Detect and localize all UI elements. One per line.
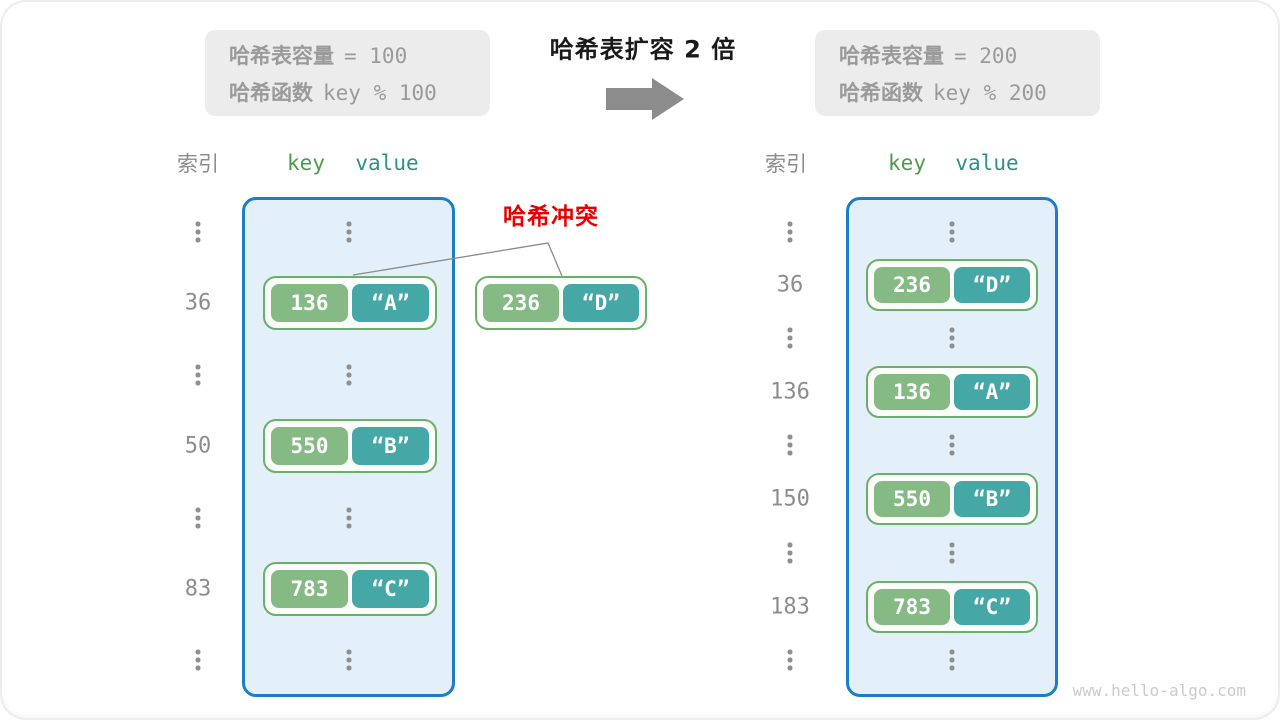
bucket-pair: 136 “A”	[263, 276, 437, 330]
capacity-label: 哈希表容量	[229, 43, 334, 68]
key-column-header: key	[888, 151, 926, 175]
key-cell: 236	[874, 267, 950, 303]
value-cell: “D”	[563, 284, 639, 322]
arrow-head	[652, 78, 684, 120]
key-cell: 550	[271, 427, 348, 465]
ellipsis-icon	[195, 364, 201, 386]
key-cell: 783	[874, 589, 950, 625]
collision-label: 哈希冲突	[503, 204, 599, 230]
hash-function-line: 哈希函数 key % 200	[839, 77, 1100, 107]
ellipsis-icon	[346, 221, 352, 243]
capacity-info-after: 哈希表容量 = 200 哈希函数 key % 200	[815, 30, 1100, 116]
value-cell: “D”	[954, 267, 1030, 303]
ellipsis-icon	[787, 542, 793, 564]
ellipsis-icon	[949, 649, 955, 671]
hash-function-label: 哈希函数	[229, 80, 313, 105]
capacity-line: 哈希表容量 = 100	[229, 40, 490, 70]
hash-function-value: key % 200	[933, 80, 1047, 105]
capacity-value: = 100	[344, 43, 408, 68]
value-cell: “A”	[954, 374, 1030, 410]
capacity-label: 哈希表容量	[839, 43, 944, 68]
key-cell: 136	[874, 374, 950, 410]
ellipsis-icon	[346, 507, 352, 529]
value-cell: “B”	[954, 481, 1030, 517]
index-label: 36	[184, 290, 212, 316]
index-label: 183	[770, 594, 810, 620]
bucket-pair: 783 “C”	[263, 562, 437, 616]
key-column-header: key	[287, 151, 325, 175]
capacity-line: 哈希表容量 = 200	[839, 40, 1100, 70]
value-column-header: value	[955, 151, 1019, 175]
ellipsis-icon	[949, 327, 955, 349]
value-cell: “B”	[352, 427, 429, 465]
value-cell: “C”	[954, 589, 1030, 625]
ellipsis-icon	[949, 434, 955, 456]
key-cell: 550	[874, 481, 950, 517]
value-cell: “A”	[352, 284, 429, 322]
index-label: 36	[776, 272, 804, 298]
ellipsis-icon	[949, 221, 955, 243]
index-label: 150	[770, 486, 810, 512]
ellipsis-icon	[787, 327, 793, 349]
collision-bucket-pair: 236 “D”	[475, 276, 647, 330]
arrow-body	[606, 88, 652, 110]
bucket-pair: 783 “C”	[866, 581, 1038, 633]
hash-function-label: 哈希函数	[839, 80, 923, 105]
index-column-header: 索引	[765, 152, 807, 176]
ellipsis-icon	[346, 364, 352, 386]
expand-title: 哈希表扩容 2 倍	[549, 35, 737, 64]
ellipsis-icon	[787, 221, 793, 243]
bucket-pair: 550 “B”	[866, 473, 1038, 525]
capacity-info-before: 哈希表容量 = 100 哈希函数 key % 100	[205, 30, 490, 116]
capacity-value: = 200	[954, 43, 1018, 68]
value-cell: “C”	[352, 570, 429, 608]
value-column-header: value	[355, 151, 419, 175]
right-arrow-icon	[606, 78, 684, 120]
key-cell: 236	[483, 284, 559, 322]
index-label: 50	[184, 433, 212, 459]
ellipsis-icon	[787, 434, 793, 456]
index-label: 83	[184, 576, 212, 602]
ellipsis-icon	[346, 649, 352, 671]
bucket-pair: 136 “A”	[866, 366, 1038, 418]
ellipsis-icon	[195, 221, 201, 243]
hash-function-line: 哈希函数 key % 100	[229, 77, 490, 107]
ellipsis-icon	[787, 649, 793, 671]
index-column-header: 索引	[177, 152, 219, 176]
key-cell: 783	[271, 570, 348, 608]
index-label: 136	[770, 379, 810, 405]
bucket-pair: 550 “B”	[263, 419, 437, 473]
ellipsis-icon	[949, 542, 955, 564]
key-cell: 136	[271, 284, 348, 322]
watermark: www.hello-algo.com	[1072, 681, 1246, 700]
ellipsis-icon	[195, 507, 201, 529]
ellipsis-icon	[195, 649, 201, 671]
hash-function-value: key % 100	[323, 80, 437, 105]
bucket-pair: 236 “D”	[866, 259, 1038, 311]
